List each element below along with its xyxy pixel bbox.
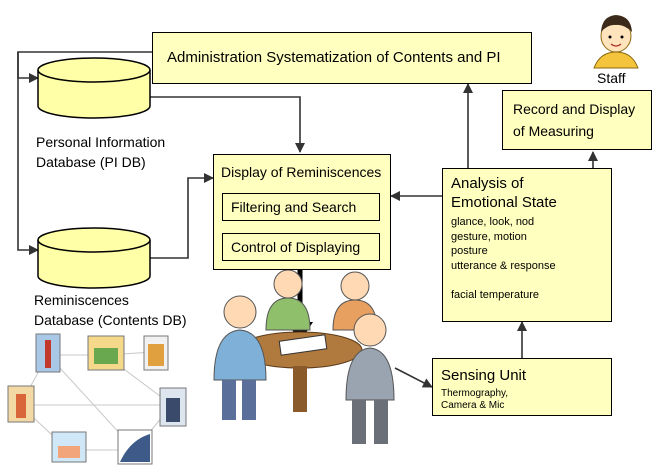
contents-db-cylinder <box>37 227 151 289</box>
pi-db-label-line-2: Database (PI DB) <box>36 154 146 170</box>
analysis-item <box>451 273 556 288</box>
analysis-title-line-2: Emotional State <box>451 194 557 211</box>
administration-box: Administration Systematization of Conten… <box>152 32 532 84</box>
bus-to-pi-line <box>17 52 39 83</box>
contents-db-label-line-1: Reminiscences <box>34 292 129 308</box>
display-reminiscences-box: Display of Reminiscences Filtering and S… <box>213 154 391 270</box>
contentsdb-to-display-line <box>150 173 214 259</box>
analysis-item: utterance & response <box>451 259 556 272</box>
admin-to-bus-line <box>17 51 152 255</box>
pi-db-label-line-1: Personal Information <box>36 134 166 150</box>
analysis-items-list: glance, look, nod gesture, motion postur… <box>451 215 556 302</box>
analysis-title-line-1: Analysis of <box>451 175 524 192</box>
sensing-sub-2: Camera & Mic <box>441 400 505 411</box>
control-displaying-box: Control of Displaying <box>222 233 380 261</box>
filtering-search-box: Filtering and Search <box>222 193 380 221</box>
filtering-label: Filtering and Search <box>231 199 357 215</box>
display-title: Display of Reminiscences <box>221 164 382 180</box>
analysis-item: facial temperature <box>451 288 540 301</box>
sensing-unit-box: Sensing Unit Thermography, Camera & Mic <box>432 358 612 416</box>
pidb-to-display-line <box>150 96 305 153</box>
sensing-sub-1: Thermography, <box>441 388 509 399</box>
record-line-1: Record and Display <box>513 101 636 117</box>
people-to-sensing-line <box>394 367 433 388</box>
control-label: Control of Displaying <box>231 239 361 255</box>
analysis-emotional-state-box: Analysis of Emotional State glance, look… <box>442 168 612 322</box>
record-line-2: of Measuring <box>513 123 594 139</box>
reminiscence-photo-network <box>7 333 187 465</box>
sensing-title: Sensing Unit <box>441 367 527 384</box>
contents-db-label-line-2: Database (Contents DB) <box>34 312 187 328</box>
analysis-item: glance, look, nod <box>451 216 535 228</box>
staff-label: Staff <box>597 70 626 86</box>
pi-db-cylinder <box>37 57 151 119</box>
elderly-group-illustration <box>213 269 395 444</box>
staff-figure-icon <box>593 15 639 69</box>
record-display-box: Record and Display of Measuring <box>502 90 652 150</box>
analysis-item: gesture, motion <box>451 230 527 243</box>
analysis-item: posture <box>451 245 488 257</box>
administration-label: Administration Systematization of Conten… <box>167 49 501 66</box>
